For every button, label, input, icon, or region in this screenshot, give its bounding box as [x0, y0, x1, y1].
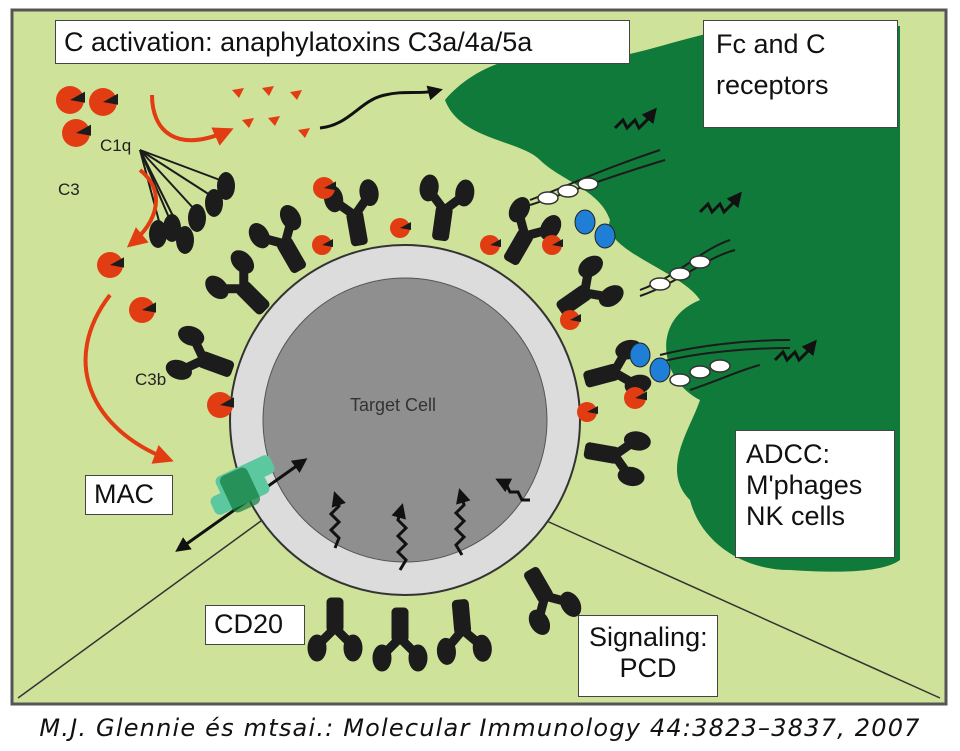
citation-caption: M.J. Glennie és mtsai.: Molecular Immuno… [39, 714, 921, 742]
c3-arrow [126, 168, 158, 248]
fc-receptors-line-1: Fc and C [716, 29, 826, 59]
signal-arrow [328, 491, 346, 549]
c1q-label: C1q [100, 136, 132, 155]
cell-to-corner-line-right [539, 517, 941, 699]
fc-receptors-line-2: receptors [716, 70, 829, 100]
anaphylatoxin-arrow [319, 85, 443, 130]
c3b-label: C3b [135, 370, 167, 389]
fc-receptors [529, 149, 791, 391]
receptor-signal-arrow [613, 107, 657, 131]
adcc-line-2: M'phages [746, 470, 863, 500]
signaling-line-2: PCD [619, 653, 677, 683]
receptor-signal-arrow [698, 191, 742, 215]
signal-arrow [453, 488, 471, 556]
c-activation-label: C activation: anaphylatoxins C3a/4a/5a [55, 20, 630, 64]
complement-proteins [56, 86, 647, 422]
mac-channel [210, 455, 275, 515]
target-cell-interior [262, 277, 548, 563]
c3-label: C3 [58, 180, 80, 199]
anaphylatoxin-fragments [232, 86, 310, 138]
adcc-line-3: NK cells [746, 501, 846, 531]
signal-arrow [495, 478, 530, 502]
fc-receptors-label: Fc and C receptors [703, 20, 898, 128]
signaling-label: Signaling: PCD [578, 615, 718, 697]
mac-label: MAC [85, 475, 173, 515]
complement-cascade-arrows [83, 94, 234, 464]
c3b-to-mac-arrow [83, 293, 174, 464]
adcc-label: ADCC: M'phages NK cells [735, 430, 895, 558]
c1q-to-fragments-arrow [150, 94, 234, 146]
adcc-line-1: ADCC: [746, 439, 831, 469]
signal-arrow [391, 503, 409, 571]
c1q-complex [139, 149, 235, 254]
receptor-signal-arrow [773, 339, 817, 363]
target-cell-label: Target Cell [350, 395, 437, 415]
cd20-label: CD20 [205, 605, 305, 645]
signaling-line-1: Signaling: [589, 622, 708, 652]
